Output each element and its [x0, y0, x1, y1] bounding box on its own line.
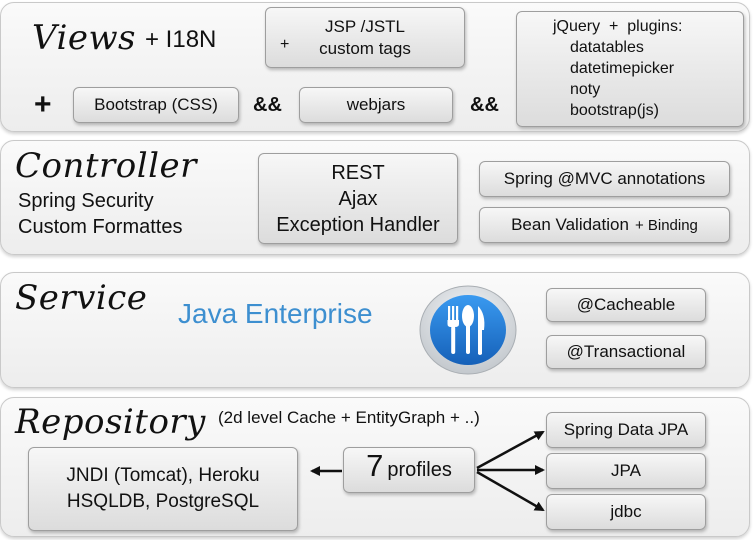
spring-data-jpa-box: Spring Data JPA: [546, 412, 706, 448]
transactional-box: @Transactional: [546, 335, 706, 369]
service-title: Service: [15, 278, 148, 318]
jndi-databases-box: JNDI (Tomcat), Heroku HSQLDB, PostgreSQL: [28, 447, 298, 531]
jpa-label: JPA: [611, 461, 641, 480]
views-plus: +: [34, 88, 52, 121]
bootstrap-css-box: Bootstrap (CSS): [73, 87, 239, 123]
and-operator-1: &&: [253, 94, 282, 116]
views-title: Views: [32, 18, 137, 58]
jquery-plugins-box: jQuery + plugins: datatables datetimepic…: [516, 11, 744, 127]
webjars-box: webjars: [299, 87, 453, 123]
java-enterprise-label: Java Enterprise: [178, 298, 373, 329]
hsqldb-postgresql-label: HSQLDB, PostgreSQL: [66, 491, 260, 512]
jquery-plugin-bootstrap-js: bootstrap(js): [570, 102, 659, 119]
jsp-plus: +: [280, 36, 290, 53]
bean-validation-label: Bean Validation: [511, 215, 629, 234]
spring-mvc-box: Spring @MVC annotations: [479, 161, 730, 197]
profiles-label: profiles: [387, 459, 452, 481]
custom-tags-label: custom tags: [319, 38, 411, 58]
ajax-label: Ajax: [338, 187, 378, 210]
jsp-jstl-label: JSP /JSTL: [325, 16, 405, 36]
binding-label: + Binding: [634, 216, 698, 234]
webjars-label: webjars: [346, 95, 406, 114]
repository-title: Repository: [15, 402, 206, 442]
controller-title: Controller: [15, 146, 197, 186]
jquery-plugin-noty: noty: [570, 81, 601, 98]
jsp-jstl-box: + JSP /JSTL custom tags: [265, 7, 465, 68]
and-operator-2: &&: [470, 94, 499, 116]
cache-entitygraph-note: (2d level Cache + EntityGraph + ..): [218, 408, 480, 427]
cacheable-box: @Cacheable: [546, 288, 706, 322]
bootstrap-css-label: Bootstrap (CSS): [94, 95, 218, 114]
spring-security-label: Spring Security: [18, 190, 154, 212]
arrow-to-jdbc: [476, 470, 545, 512]
transactional-label: @Transactional: [566, 342, 686, 361]
profiles-count: 7: [366, 448, 384, 483]
arrow-to-spring-data-jpa: [476, 430, 545, 470]
jdbc-box: jdbc: [546, 494, 706, 530]
views-i18n: + I18N: [145, 26, 217, 53]
jndi-heroku-label: JNDI (Tomcat), Heroku: [66, 465, 260, 486]
jdbc-label: jdbc: [610, 502, 642, 521]
exception-handler-label: Exception Handler: [276, 213, 440, 236]
rest-ajax-box: REST Ajax Exception Handler: [258, 153, 458, 244]
jpa-box: JPA: [546, 453, 706, 489]
jquery-plugin-datatables: datatables: [570, 39, 644, 56]
spring-mvc-label: Spring @MVC annotations: [503, 169, 706, 188]
spring-data-jpa-label: Spring Data JPA: [563, 420, 689, 439]
jquery-title: jQuery + plugins:: [553, 18, 683, 35]
profiles-box: 7 profiles: [343, 447, 475, 493]
java-enterprise-icon: [418, 284, 518, 376]
custom-formatters-label: Custom Formattes: [18, 216, 183, 238]
cacheable-label: @Cacheable: [576, 295, 676, 314]
bean-validation-box: Bean Validation + Binding: [479, 207, 730, 243]
jquery-plugin-datetimepicker: datetimepicker: [570, 60, 675, 77]
rest-label: REST: [331, 161, 385, 184]
